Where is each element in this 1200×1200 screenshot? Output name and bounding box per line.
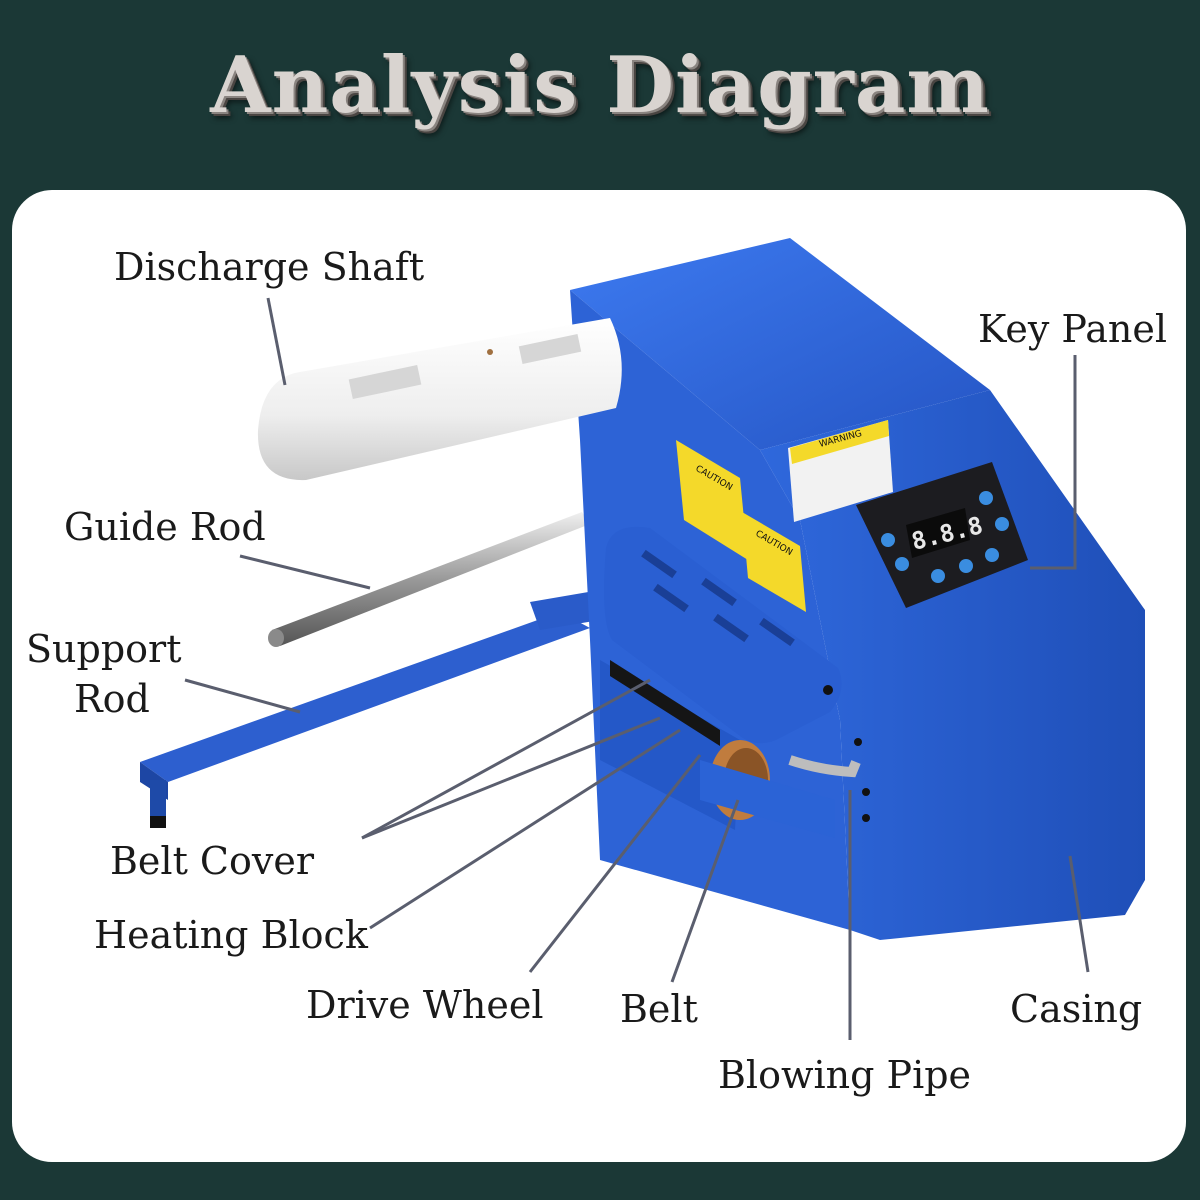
key-button[interactable]	[985, 548, 999, 562]
key-button[interactable]	[881, 533, 895, 547]
belt-cover	[604, 526, 842, 744]
support-rod	[140, 590, 600, 828]
label-heating-block: Heating Block	[94, 913, 369, 957]
key-button[interactable]	[931, 569, 945, 583]
leader-belt-cover-b	[361, 716, 661, 840]
key-panel: 8.8.8	[856, 462, 1028, 608]
leader-casing	[1068, 855, 1090, 973]
leader-heating-block	[369, 728, 681, 930]
label-belt-cover: Belt Cover	[110, 839, 315, 883]
label-drive-wheel: Drive Wheel	[306, 983, 543, 1027]
label-blowing-pipe: Blowing Pipe	[718, 1053, 971, 1097]
leader-key-panel	[1030, 355, 1077, 570]
diagram-title: Analysis Diagram	[210, 40, 990, 131]
label-key-panel: Key Panel	[978, 307, 1167, 351]
warning-sticker: WARNING	[788, 420, 893, 522]
key-button[interactable]	[979, 491, 993, 505]
lower-assembly	[600, 660, 870, 838]
label-support-rod-line2: Rod	[74, 677, 150, 721]
leader-discharge-shaft	[266, 297, 287, 386]
label-guide-rod: Guide Rod	[64, 505, 266, 549]
belt-strip	[610, 660, 720, 746]
guide-rod	[268, 512, 590, 647]
label-discharge-shaft: Discharge Shaft	[114, 245, 424, 289]
leader-belt	[670, 799, 740, 983]
key-button[interactable]	[995, 517, 1009, 531]
label-support-rod-line1: Support	[26, 627, 181, 671]
leader-support-rod	[184, 678, 301, 714]
blowing-pipe	[788, 755, 861, 778]
leader-belt-cover-a	[361, 678, 651, 840]
discharge-shaft	[257, 318, 622, 481]
leader-drive-wheel	[528, 754, 702, 973]
label-casing: Casing	[1010, 987, 1142, 1031]
label-belt: Belt	[620, 987, 698, 1031]
leader-lines	[184, 297, 1090, 1040]
key-button[interactable]	[895, 557, 909, 571]
key-button[interactable]	[959, 559, 973, 573]
leader-guide-rod	[239, 554, 371, 590]
